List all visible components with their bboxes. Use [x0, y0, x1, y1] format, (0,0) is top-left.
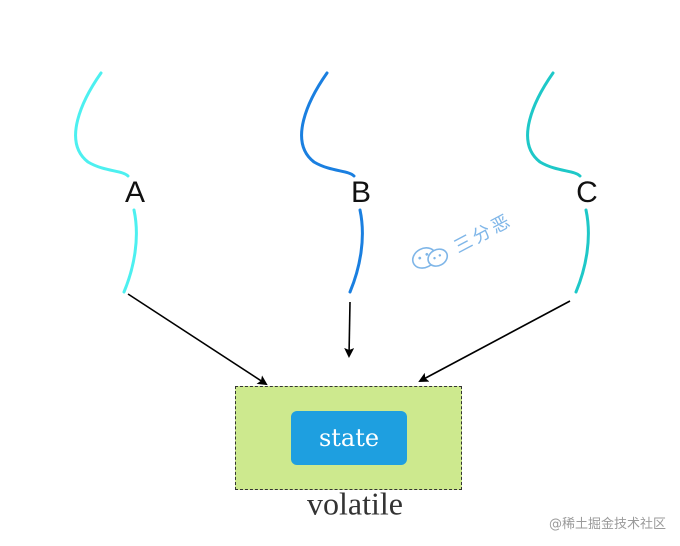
arrow-b-to-state: [344, 301, 355, 358]
state-variable-label: state: [318, 424, 380, 452]
wechat-icon: [406, 235, 457, 283]
thread-b-line: [300, 71, 364, 294]
thread-b-label: B: [350, 176, 372, 209]
thread-c-label: C: [576, 176, 598, 209]
footer-watermark: @稀土掘金技术社区: [548, 517, 666, 532]
arrow-c-to-state: [418, 300, 571, 382]
thread-c-line: [526, 71, 590, 294]
thread-a-label: A: [124, 176, 146, 209]
thread-a-line: [74, 71, 138, 294]
arrow-a-to-state: [127, 293, 268, 386]
brand-watermark: 三分恶: [406, 203, 518, 283]
volatile-memory-box: [235, 386, 462, 490]
volatile-caption: volatile: [307, 485, 403, 522]
state-variable-chip: state: [291, 411, 407, 465]
